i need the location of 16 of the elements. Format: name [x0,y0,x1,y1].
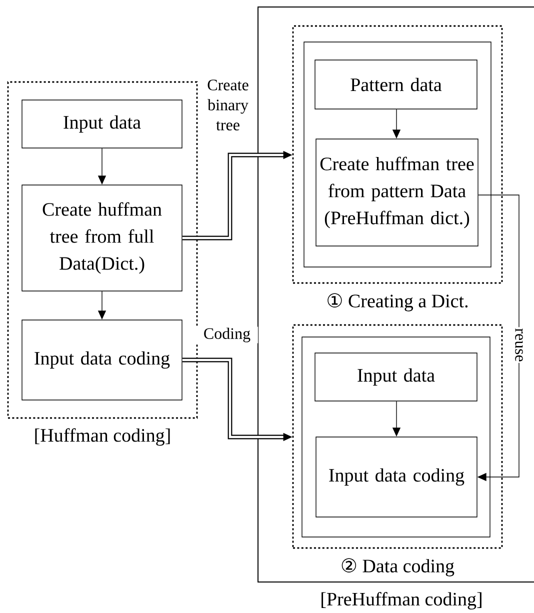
edge-label: Create binary tree [201,78,255,132]
inner-frame [304,42,492,268]
process-box: Create huffman tree from pattern Data (PreHuffman dict.) [316,138,478,246]
process-box: Input data [22,100,182,148]
edge-label: Coding [196,326,258,344]
node-label: ② Data coding [342,558,454,576]
process-box: Input data coding [316,436,478,518]
process-box: Input data [314,352,478,402]
inner-frame [302,336,490,538]
process-box: Input data coding [22,320,182,400]
process-box: Create huffman tree from full Data(Dict.) [22,184,182,292]
process-box: Pattern data [314,60,478,110]
node-label: [Huffman coding] [35,428,170,446]
edge-label: reuse [514,327,524,363]
node-label: ① Creating a Dict. [328,293,468,312]
node-label: [PreHuffman coding] [322,592,482,610]
